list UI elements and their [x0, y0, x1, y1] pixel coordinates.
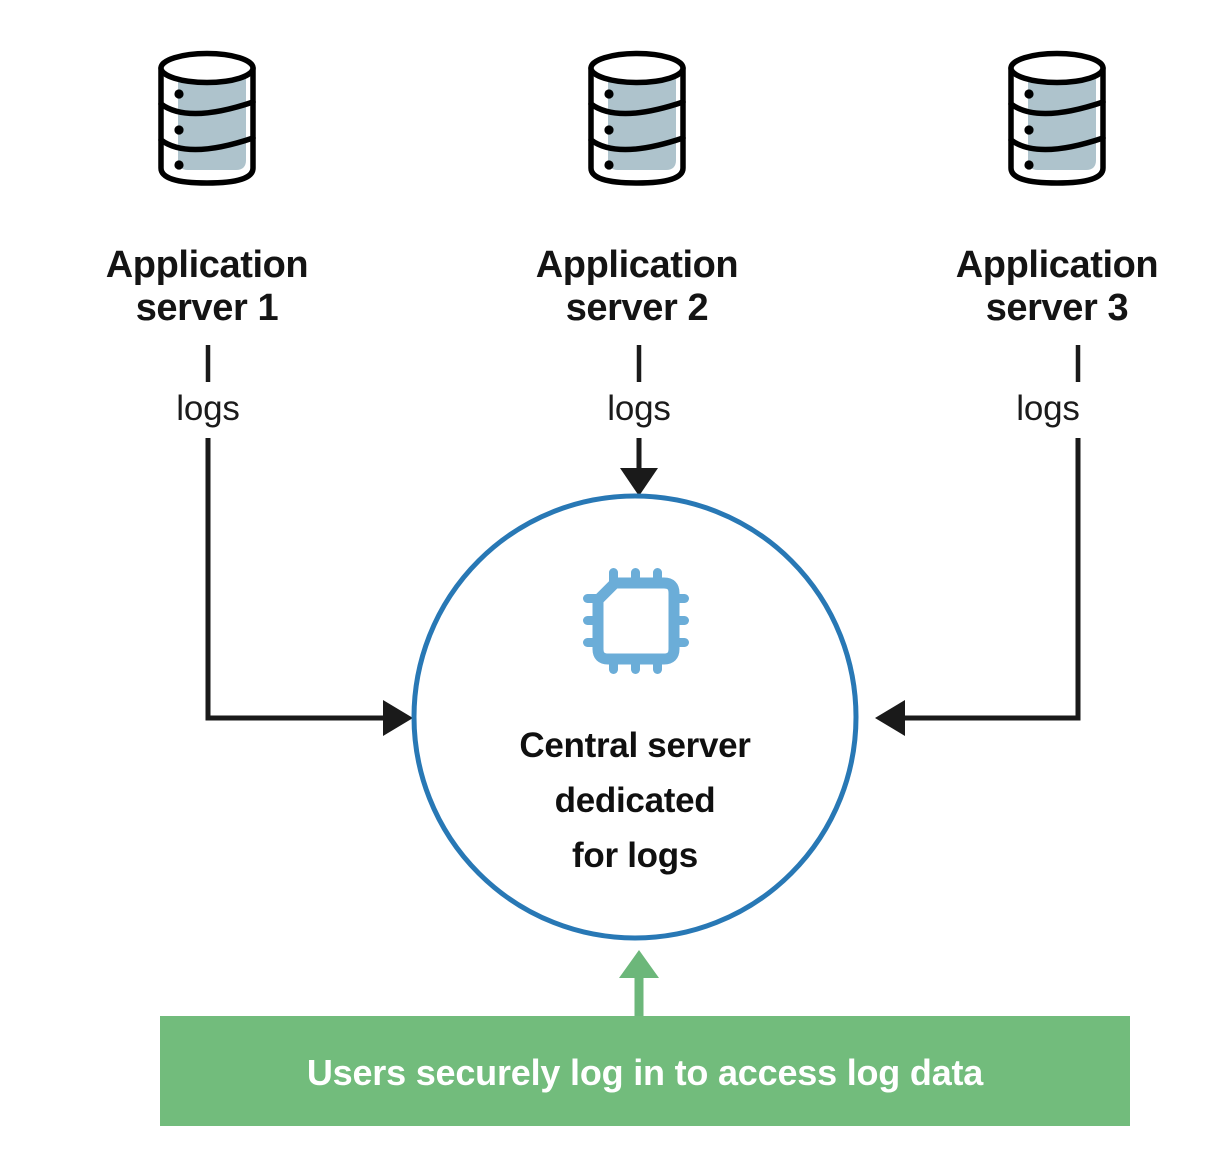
application-server-2-group: Application server 2 logs [536, 54, 739, 496]
server-3-edge-label: logs [1016, 389, 1079, 428]
central-server-circle [411, 493, 859, 941]
database-cylinder-icon [161, 54, 253, 184]
users-access-banner[interactable]: Users securely log in to access log data [160, 1016, 1130, 1126]
central-server-line3: for logs [572, 836, 698, 875]
server-3-connector-path [905, 438, 1081, 721]
central-server-line1: Central server [519, 726, 751, 765]
server-2-arrowhead [620, 468, 658, 496]
application-server-1-label-line1: Application [106, 244, 309, 286]
server-1-edge-label: logs [176, 389, 239, 428]
banner-to-hub-arrow [619, 950, 659, 1018]
server-1-connector-path [205, 438, 383, 721]
banner-background [160, 1016, 1130, 1126]
central-server-line2: dedicated [555, 781, 716, 820]
central-server-node[interactable]: Central server dedicated for logs [411, 493, 859, 941]
banner-label: Users securely log in to access log data [307, 1052, 984, 1093]
application-server-1-group: Application server 1 logs [106, 54, 413, 736]
application-server-2-label-line1: Application [536, 244, 739, 286]
application-server-3-group: Application server 3 logs [875, 54, 1159, 736]
application-server-3-label-line2: server 3 [986, 287, 1129, 329]
database-cylinder-icon [591, 54, 683, 184]
server-2-edge-label: logs [607, 389, 670, 428]
application-server-3-label-line1: Application [956, 244, 1159, 286]
application-server-2-label-line2: server 2 [566, 287, 709, 329]
database-cylinder-icon [1011, 54, 1103, 184]
application-server-1-label-line2: server 1 [136, 287, 279, 329]
server-1-arrowhead [383, 700, 413, 736]
banner-arrow-head [619, 950, 659, 978]
server-3-arrowhead [875, 700, 905, 736]
